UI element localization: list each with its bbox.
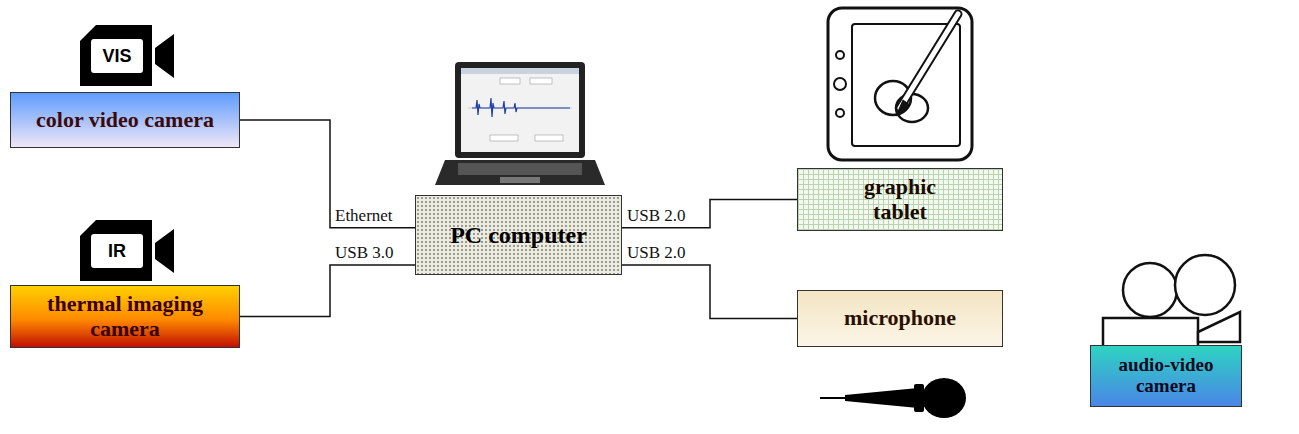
camera-icon (80, 25, 174, 86)
node-label: audio-video camera (1096, 355, 1236, 397)
node-label: color video camera (36, 108, 214, 132)
cable-line (240, 120, 415, 228)
camera-icon (80, 220, 174, 281)
computer-box: PC computer (415, 195, 622, 275)
cable-line (240, 265, 415, 317)
node-label: microphone (844, 306, 956, 330)
device-box: audio-video camera (1090, 345, 1242, 407)
port-label: USB 3.0 (333, 244, 396, 263)
laptop-icon (435, 62, 605, 185)
port-label: USB 2.0 (625, 207, 688, 226)
device-box: microphone (797, 290, 1003, 347)
device-box: graphic tablet (797, 168, 1003, 231)
node-label: graphic tablet (840, 175, 960, 223)
port-label: Ethernet (333, 207, 395, 226)
tablet-icon (828, 8, 972, 160)
camera-tag: IR (91, 242, 143, 260)
video-camera-icon (1103, 255, 1240, 358)
camera-tag: VIS (91, 47, 143, 65)
cable-line (622, 265, 797, 319)
cable-line (622, 200, 797, 228)
device-box: thermal imaging camera (10, 285, 240, 348)
microphone-icon (820, 378, 966, 418)
node-label: PC computer (450, 222, 587, 248)
device-box: color video camera (10, 92, 240, 148)
port-label: USB 2.0 (625, 244, 688, 263)
node-label: thermal imaging camera (25, 292, 225, 340)
